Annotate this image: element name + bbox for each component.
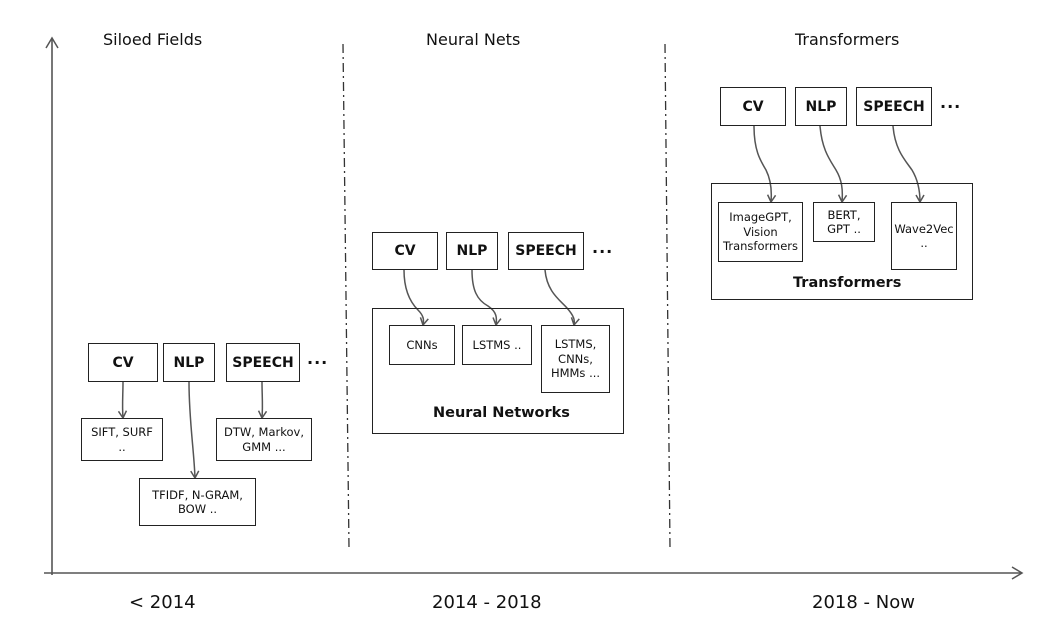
siloed-ellipsis: ... <box>307 349 329 368</box>
transformer-method-cv: ImageGPT, Vision Transformers <box>718 202 803 262</box>
siloed-method-speech: DTW, Markov, GMM ... <box>216 418 312 461</box>
transformer-ellipsis: ... <box>940 93 962 112</box>
era-label-neural: 2014 - 2018 <box>432 592 542 613</box>
arrow-neural-cv <box>403 269 429 327</box>
neural-method-speech: LSTMS, CNNs, HMMs ... <box>541 325 610 393</box>
arrow-transformer-nlp <box>819 125 848 204</box>
neural-field-cv: CV <box>372 232 438 270</box>
neural-field-speech: SPEECH <box>508 232 584 270</box>
section-title-siloed: Siloed Fields <box>103 30 203 49</box>
siloed-method-nlp: TFIDF, N-GRAM, BOW .. <box>139 478 256 526</box>
era-label-siloed: < 2014 <box>129 592 196 613</box>
siloed-field-speech: SPEECH <box>226 343 300 382</box>
arrow-transformer-speech <box>892 125 925 204</box>
transformer-field-cv: CV <box>720 87 786 126</box>
neural-method-nlp: LSTMS .. <box>462 325 532 365</box>
neural-ellipsis: ... <box>592 238 614 257</box>
transformer-method-nlp: BERT, GPT .. <box>813 202 875 242</box>
neural-field-nlp: NLP <box>446 232 498 270</box>
separator-1 <box>342 43 350 549</box>
arrow-neural-nlp <box>471 269 502 327</box>
siloed-method-cv: SIFT, SURF .. <box>81 418 163 461</box>
transformer-field-speech: SPEECH <box>856 87 932 126</box>
separator-2 <box>664 43 671 549</box>
neural-container-label: Neural Networks <box>433 405 570 421</box>
arrow-transformer-cv <box>753 125 777 204</box>
siloed-field-nlp: NLP <box>163 343 215 382</box>
neural-method-cv: CNNs <box>389 325 455 365</box>
section-title-neural: Neural Nets <box>426 30 521 49</box>
era-label-transformers: 2018 - Now <box>812 592 915 613</box>
neural-networks-container <box>372 308 624 434</box>
transformers-container-label: Transformers <box>793 275 902 291</box>
siloed-field-cv: CV <box>88 343 158 382</box>
section-title-transformers: Transformers <box>795 30 900 49</box>
transformer-field-nlp: NLP <box>795 87 847 126</box>
arrow-siloed-nlp <box>188 381 200 480</box>
transformers-container <box>711 183 973 300</box>
transformer-method-speech: Wave2Vec .. <box>891 202 957 270</box>
